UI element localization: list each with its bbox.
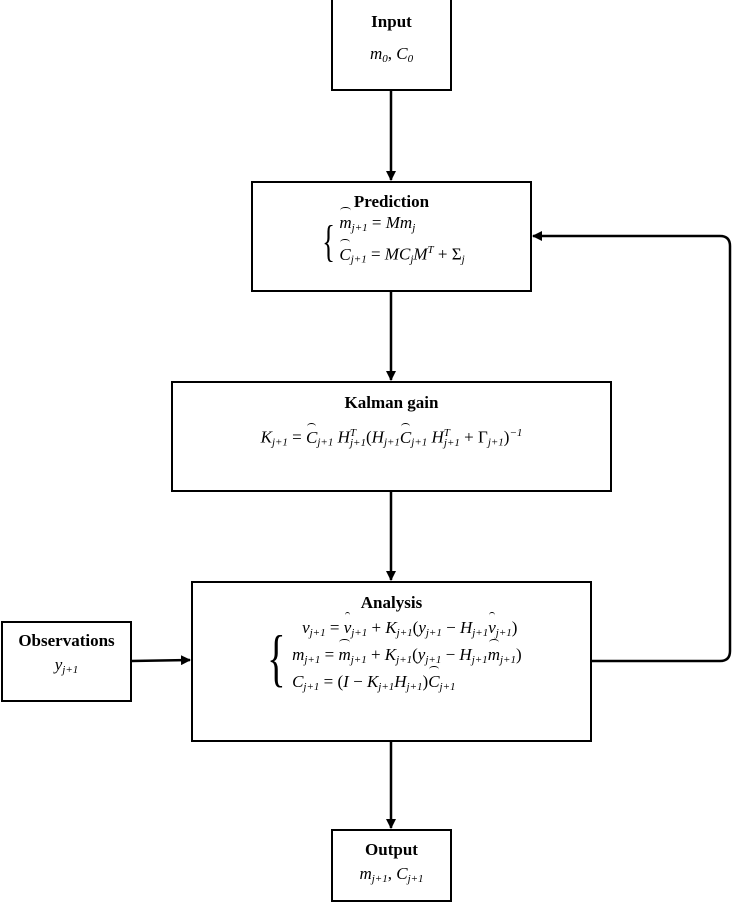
analysis-equations: { vj+1 = vj+1 + Kj+1(yj+1 − Hj+1vj+1) mj… bbox=[193, 612, 590, 698]
kalman-gain-equation: Kj+1 = Cj+1 HTj+1(Hj+1Cj+1 HTj+1 + Γj+1)… bbox=[260, 422, 523, 449]
output-node: Output mj+1, Cj+1 bbox=[331, 829, 452, 902]
observations-content: yj+1 bbox=[54, 655, 79, 676]
kalman-gain-node: Kalman gain Kj+1 = Cj+1 HTj+1(Hj+1Cj+1 H… bbox=[171, 381, 612, 492]
prediction-equations: { mj+1 = Mmj Cj+1 = MCjMT + Σj bbox=[253, 207, 530, 271]
kalman-gain-title: Kalman gain bbox=[344, 393, 439, 412]
feedback-loop-analysis-to-prediction bbox=[532, 231, 732, 663]
analysis-title: Analysis bbox=[360, 593, 423, 612]
observations-node: Observations yj+1 bbox=[1, 621, 132, 702]
brace: { bbox=[322, 216, 336, 266]
analysis-eq-3: Cj+1 = (I − Kj+1Hj+1)Cj+1 bbox=[292, 666, 456, 693]
output-content: mj+1, Cj+1 bbox=[359, 864, 424, 885]
observations-title: Observations bbox=[18, 631, 115, 650]
input-title: Input bbox=[371, 12, 412, 31]
analysis-node: Analysis { vj+1 = vj+1 + Kj+1(yj+1 − Hj+… bbox=[191, 581, 592, 742]
prediction-eq-1: mj+1 = Mmj bbox=[339, 207, 416, 234]
brace: { bbox=[267, 621, 286, 693]
input-node: Input m0, C0 bbox=[331, 0, 452, 91]
analysis-eq-1: vj+1 = vj+1 + Kj+1(yj+1 − Hj+1vj+1) bbox=[302, 612, 518, 639]
analysis-eq-2: mj+1 = mj+1 + Kj+1(yj+1 − Hj+1mj+1) bbox=[292, 639, 522, 666]
prediction-node: Prediction { mj+1 = Mmj Cj+1 = MCjMT + Σ… bbox=[251, 181, 532, 292]
arrow-observations-to-analysis bbox=[130, 655, 191, 666]
prediction-eq-2: Cj+1 = MCjMT + Σj bbox=[339, 238, 465, 266]
prediction-title: Prediction bbox=[353, 192, 430, 211]
output-title: Output bbox=[365, 840, 418, 859]
input-content: m0, C0 bbox=[369, 44, 414, 65]
